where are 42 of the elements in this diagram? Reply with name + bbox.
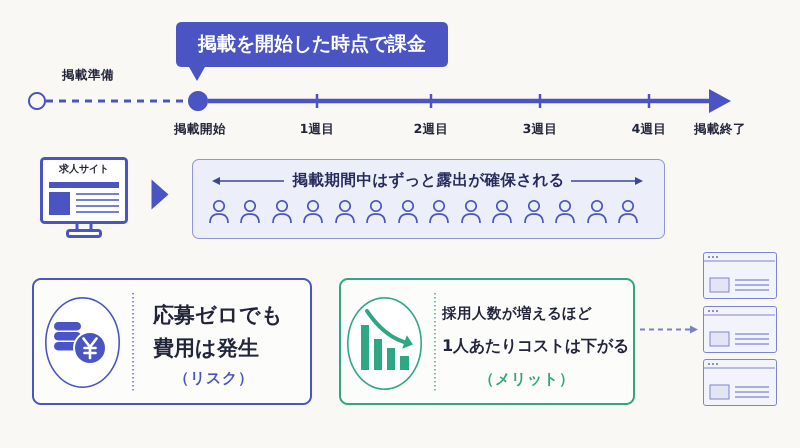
card-subtitle: （メリット） [478,370,576,389]
person-icon [239,198,261,224]
info-card [32,278,312,405]
browser-window [703,359,777,406]
person-icon [491,198,513,224]
person-icon [208,198,230,224]
person-icon [302,198,324,224]
screen-title: 求人サイト [58,164,110,176]
person-icon [586,198,608,224]
card-text: 採用人数が増えるほど [442,305,592,324]
info-card [339,278,635,405]
info-panel [192,159,665,239]
point-label: 掲載開始 [174,121,226,137]
edge-label: 掲載準備 [60,67,116,83]
computer-monitor [40,157,128,238]
person-icon [522,198,544,224]
callout-text: 掲載を開始した時点で課金 [196,32,427,57]
tick-label: 1週目 [300,121,334,137]
tick-label: 2週目 [414,121,448,137]
chevron-arrow [152,180,168,210]
person-icon [334,198,356,224]
card-heading: 応募ゼロでも費用は発生 [153,302,284,362]
end-label: 掲載終了 [694,121,746,137]
person-icon [365,198,387,224]
person-icon [270,198,292,224]
card-subtitle: （リスク） [173,369,255,388]
person-icon [460,198,482,224]
browser-window [703,252,777,299]
browser-window [703,306,777,353]
timeline-point [28,92,46,110]
dashed-arrow [640,326,698,334]
timeline-point [188,91,208,111]
tick-label: 3週目 [522,121,558,137]
callout-bubble [176,22,448,81]
person-icon [428,198,450,224]
timeline-arrow [208,89,731,113]
person-icon [554,198,576,224]
person-icon [617,198,639,224]
tick-label: 4週目 [632,121,666,137]
person-icon [396,198,418,224]
card-heading: 1人あたりコストは下がる [442,336,630,356]
panel-heading: 掲載期間中はずっと露出が確保される [292,171,564,190]
